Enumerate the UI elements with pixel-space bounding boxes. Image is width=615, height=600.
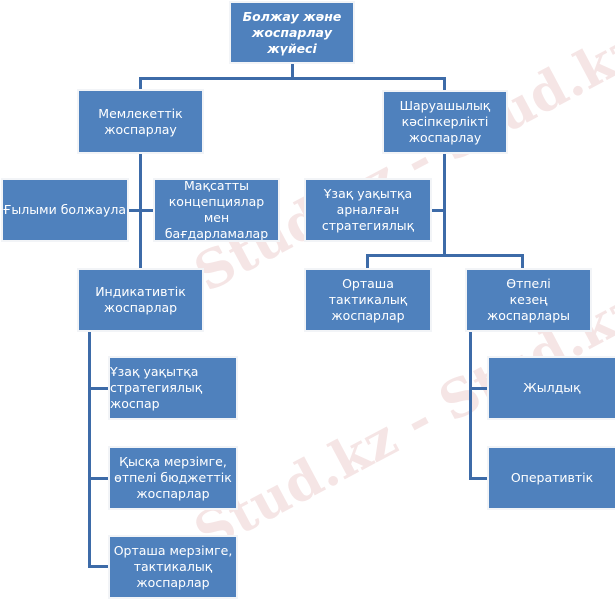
connector-line xyxy=(443,152,446,256)
node-business-planning: Шаруашылық кәсіпкерлікті жоспарлау xyxy=(384,92,506,152)
node-annual: Жылдық xyxy=(489,358,615,418)
connector-line xyxy=(469,477,489,480)
connector-line xyxy=(291,62,294,78)
connector-line xyxy=(469,330,472,480)
node-medium-term-tactical: Орташа мерзімге, тактикалық жоспарлар xyxy=(110,537,236,597)
node-medium-tactical-plans: Орташа тактикалық жоспарлар xyxy=(306,270,430,330)
connector-line xyxy=(430,209,444,212)
node-long-term-plan: Ұзақ уақытқа стратегиялық жоспар xyxy=(110,358,236,418)
node-transition-plans: Өтпелі кезең жоспарлары xyxy=(467,270,590,330)
connector-line xyxy=(88,387,110,390)
connector-line xyxy=(521,254,524,270)
connector-line xyxy=(139,77,446,80)
node-indicative-plans: Индикативтік жоспарлар xyxy=(79,270,202,330)
connector-line xyxy=(88,477,110,480)
connector-line xyxy=(139,77,142,91)
node-short-term-budget: Қысқа мерзімге, өтпелі бюджеттік жоспарл… xyxy=(110,448,236,508)
connector-line xyxy=(127,209,155,212)
connector-line xyxy=(88,565,110,568)
connector-line xyxy=(366,254,369,270)
node-root: Болжау және жоспарлау жүйесі xyxy=(231,3,353,62)
node-scientific-forecasts: Ғылыми болжаулар xyxy=(3,180,127,240)
connector-line xyxy=(469,387,489,390)
node-target-concepts: Мақсатты концепциялар мен бағдарламалар xyxy=(155,180,278,240)
node-operational: Оперативтік xyxy=(489,448,615,508)
node-state-planning: Мемлекеттік жоспарлау xyxy=(79,91,202,152)
connector-line xyxy=(366,254,524,257)
node-long-term-strategic: Ұзақ уақытқа арналған стратегиялық xyxy=(306,180,430,240)
connector-line xyxy=(88,330,91,568)
connector-line xyxy=(443,77,446,92)
